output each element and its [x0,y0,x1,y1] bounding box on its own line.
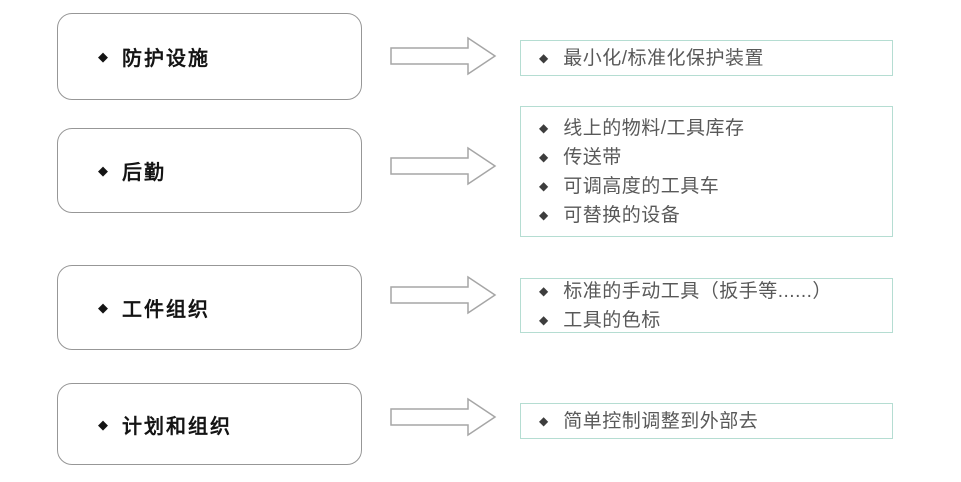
diamond-bullet-icon: ◆ [539,121,549,135]
diamond-bullet-icon: ◆ [539,284,549,298]
category-box-logistics: ◆ 后勤 [57,128,362,213]
list-item: ◆ 线上的物料/工具库存 [521,114,892,143]
list-item-text: 简单控制调整到外部去 [563,410,759,432]
list-item-text: 线上的物料/工具库存 [563,117,745,139]
category-label: 工件组织 [122,299,210,321]
diamond-bullet-icon: ◆ [539,313,549,327]
list-item: ◆ 可替换的设备 [521,201,892,230]
arrow-right-icon [390,144,497,188]
diamond-bullet-icon: ◆ [539,208,549,222]
detail-box: ◆ 标准的手动工具（扳手等......） ◆ 工具的色标 [520,278,893,333]
list-item-text: 可替换的设备 [563,204,681,226]
diamond-bullet-icon: ◆ [98,49,108,64]
diamond-bullet-icon: ◆ [98,300,108,315]
list-item: ◆ 简单控制调整到外部去 [521,407,892,436]
arrow-right-icon [390,395,497,439]
diamond-bullet-icon: ◆ [539,150,549,164]
list-item: ◆ 传送带 [521,143,892,172]
diamond-bullet-icon: ◆ [539,414,549,428]
list-item: ◆ 最小化/标准化保护装置 [521,44,892,73]
list-item-text: 可调高度的工具车 [563,175,720,197]
detail-box: ◆ 线上的物料/工具库存 ◆ 传送带 ◆ 可调高度的工具车 ◆ 可替换的设备 [520,106,893,237]
diamond-bullet-icon: ◆ [98,163,108,178]
list-item: ◆ 工具的色标 [521,306,892,335]
category-label: 后勤 [122,162,166,184]
list-item-text: 工具的色标 [563,309,661,331]
category-box-protective-facilities: ◆ 防护设施 [57,13,362,100]
list-item-text: 传送带 [563,146,622,168]
detail-box: ◆ 最小化/标准化保护装置 [520,40,893,76]
list-item: ◆ 标准的手动工具（扳手等......） [521,277,892,306]
arrow-right-icon [390,273,497,317]
diamond-bullet-icon: ◆ [539,179,549,193]
list-item: ◆ 可调高度的工具车 [521,172,892,201]
list-item-text: 标准的手动工具（扳手等......） [563,280,832,302]
diamond-bullet-icon: ◆ [539,51,549,65]
category-box-planning-and-organization: ◆ 计划和组织 [57,383,362,465]
category-box-workpiece-organization: ◆ 工件组织 [57,265,362,350]
category-label: 防护设施 [122,48,210,70]
category-label: 计划和组织 [122,415,232,438]
diamond-bullet-icon: ◆ [98,416,108,432]
arrow-right-icon [390,34,497,78]
detail-box: ◆ 简单控制调整到外部去 [520,403,893,439]
list-item-text: 最小化/标准化保护装置 [563,47,765,69]
